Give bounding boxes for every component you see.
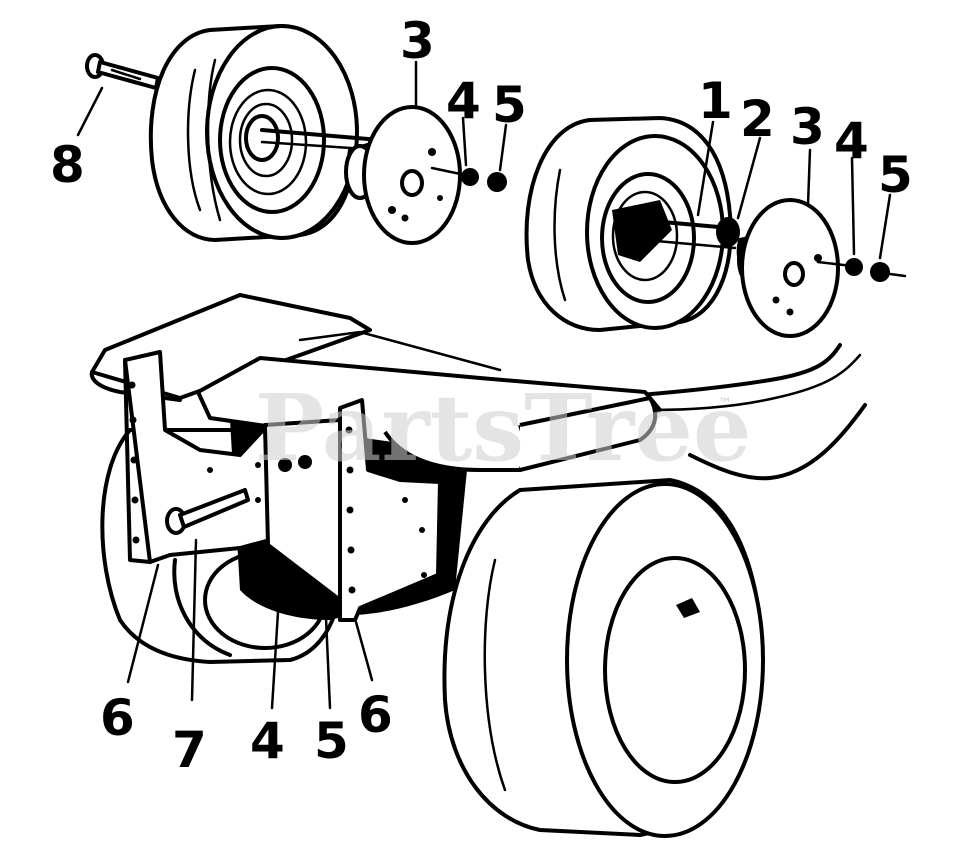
callout-3-left: 3 [400, 12, 435, 70]
callout-4-left: 4 [446, 72, 481, 130]
hub-3-left [344, 105, 462, 245]
hub-3-right [736, 198, 840, 338]
callout-4-right: 4 [834, 112, 869, 170]
callout-6-right: 6 [358, 686, 393, 744]
callout-8: 8 [50, 136, 85, 194]
callout-3-right: 3 [790, 98, 825, 156]
washer-4-left [461, 168, 479, 186]
nut-5-left [487, 172, 507, 192]
callout-4-bottom: 4 [250, 712, 285, 770]
callout-6-left: 6 [100, 689, 135, 747]
callout-labels: 8 3 4 5 1 2 3 4 5 6 7 4 5 6 [50, 12, 913, 779]
spacer-2-right [716, 217, 740, 247]
bolt-7 [165, 488, 250, 535]
fender-assembly [89, 293, 867, 838]
tire-left-top [148, 24, 359, 242]
callout-5-bottom: 5 [314, 712, 349, 770]
watermark-trademark: ™ [718, 396, 732, 412]
bracket-6-left [123, 350, 272, 564]
washer-4-right [845, 258, 863, 276]
wheel-assembly-left [76, 24, 508, 245]
callout-2: 2 [740, 90, 775, 148]
rear-tire-right [442, 478, 765, 838]
callout-5-left: 5 [492, 76, 527, 134]
callout-1: 1 [698, 72, 733, 130]
callout-7: 7 [172, 721, 207, 779]
nut-5-right [870, 262, 890, 282]
bracket-6-right [338, 398, 442, 622]
callout-5-right: 5 [878, 146, 913, 204]
bolt-8 [85, 53, 160, 90]
watermark-text: PartsTree [255, 374, 751, 482]
wheel-assembly-right [524, 116, 907, 338]
